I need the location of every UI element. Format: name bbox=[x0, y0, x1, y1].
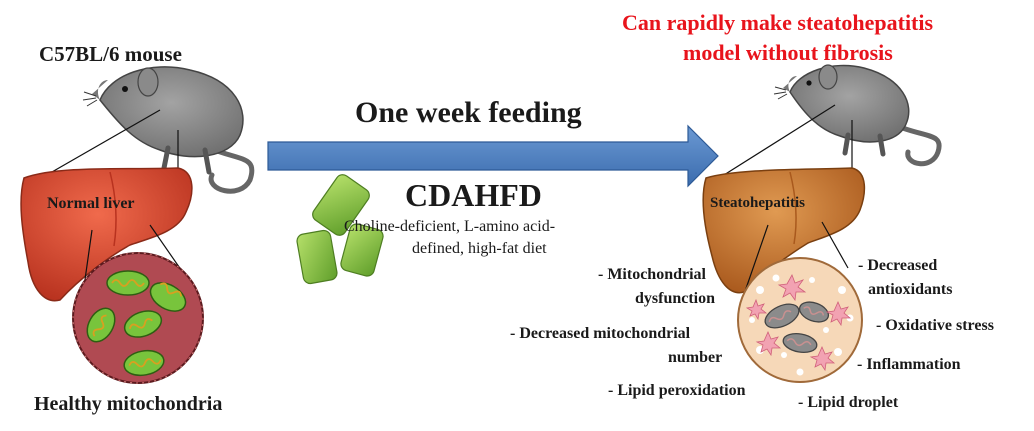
damaged-mitochondrion-icon bbox=[798, 301, 830, 323]
feature-oxidative-stress: - Oxidative stress bbox=[876, 317, 994, 334]
left-mouse-illustration bbox=[37, 66, 255, 194]
diet-description-line1: Choline-deficient, L-amino acid- bbox=[344, 218, 556, 235]
steatohepatitis-liver-illustration bbox=[702, 167, 866, 301]
mitochondrion-icon bbox=[149, 282, 187, 312]
normal-liver-label: Normal liver bbox=[47, 195, 135, 212]
feature-decreased-antioxidants-2: antioxidants bbox=[868, 281, 953, 298]
normal-liver-illustration bbox=[20, 167, 196, 316]
mouse-strain-label: C57BL/6 mouse bbox=[39, 42, 182, 66]
inflammation-burst-icon bbox=[745, 274, 852, 372]
mitochondrion-icon bbox=[123, 349, 165, 377]
steatosis-circle bbox=[737, 257, 863, 383]
feature-mito-dysfunction-1: - Mitochondrial bbox=[598, 266, 706, 283]
healthy-mitochondria-label: Healthy mitochondria bbox=[34, 393, 223, 415]
feature-decreased-mito-2: number bbox=[668, 349, 723, 366]
damaged-mitochondrion-icon bbox=[782, 333, 818, 353]
feature-decreased-mito-1: - Decreased mitochondrial bbox=[510, 325, 691, 342]
headline-line1: Can rapidly make steatohepatitis bbox=[622, 10, 934, 35]
mitochondrion-icon bbox=[123, 310, 163, 338]
feature-inflammation: - Inflammation bbox=[857, 356, 961, 373]
headline-line2: model without fibrosis bbox=[683, 40, 893, 65]
healthy-mitochondria-circle bbox=[72, 252, 204, 384]
damaged-mitochondrion-icon bbox=[764, 303, 800, 329]
diet-pellets-illustration bbox=[296, 174, 384, 285]
right-mouse-illustration bbox=[715, 64, 942, 181]
steatohepatitis-label: Steatohepatitis bbox=[710, 195, 805, 211]
diet-name: CDAHFD bbox=[405, 177, 542, 213]
mitochondrion-icon bbox=[106, 270, 150, 296]
diet-description-line2: defined, high-fat diet bbox=[412, 240, 547, 257]
feature-lipid-droplet: - Lipid droplet bbox=[798, 394, 899, 411]
mitochondrion-icon bbox=[86, 307, 116, 343]
arrow-label: One week feeding bbox=[355, 96, 582, 129]
feature-mito-dysfunction-2: dysfunction bbox=[635, 290, 716, 307]
feature-decreased-antioxidants-1: - Decreased bbox=[858, 257, 938, 274]
feature-lipid-peroxidation: - Lipid peroxidation bbox=[608, 382, 746, 399]
feeding-arrow bbox=[267, 124, 719, 188]
